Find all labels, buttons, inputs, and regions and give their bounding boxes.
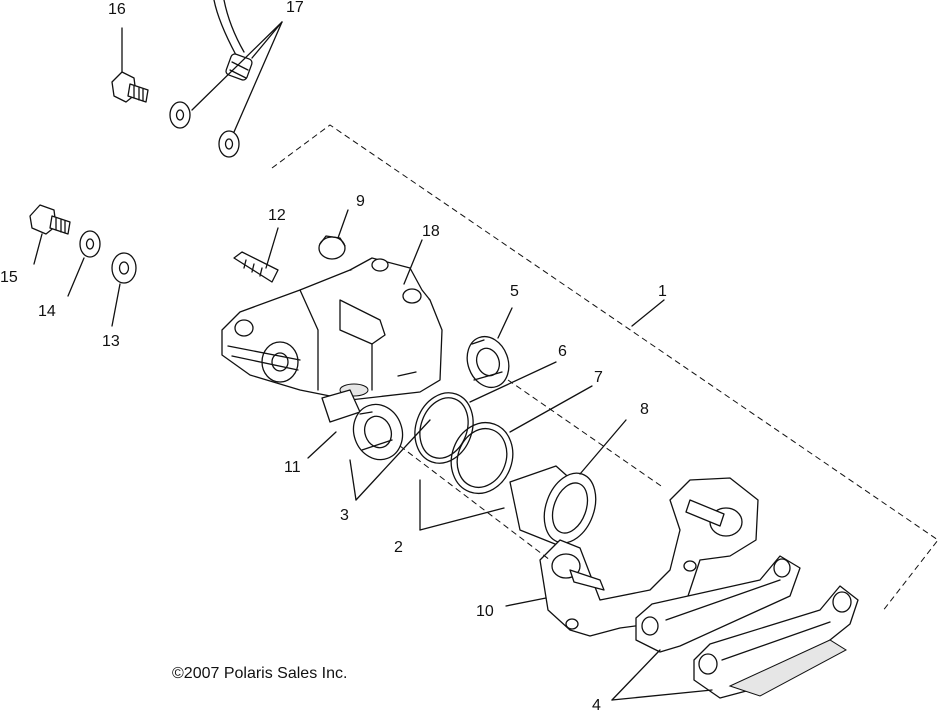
banjo-bolt bbox=[111, 71, 149, 103]
assembly-bracket-line bbox=[271, 124, 939, 613]
mounting-bolt bbox=[29, 204, 71, 235]
callout-5: 5 bbox=[510, 283, 519, 300]
copyright-notice: ©2007 Polaris Sales Inc. bbox=[172, 665, 348, 682]
callout-14: 14 bbox=[38, 303, 56, 320]
callout-4: 4 bbox=[592, 697, 601, 714]
dust-seal bbox=[450, 421, 514, 495]
banjo-washer-lower bbox=[218, 130, 240, 158]
flat-washer bbox=[79, 230, 101, 258]
caliper-body bbox=[221, 257, 443, 401]
callout-7: 7 bbox=[594, 369, 603, 386]
leader-lines bbox=[33, 21, 713, 701]
banjo-washer-upper bbox=[169, 101, 191, 129]
bleeder-screw bbox=[233, 251, 279, 283]
callout-8: 8 bbox=[640, 401, 649, 418]
callout-10: 10 bbox=[476, 603, 494, 620]
callout-13: 13 bbox=[102, 333, 120, 350]
callout-3: 3 bbox=[340, 507, 349, 524]
brake-pad-lower bbox=[693, 585, 859, 699]
callout-6: 6 bbox=[558, 343, 567, 360]
callout-15: 15 bbox=[0, 269, 18, 286]
callout-16: 16 bbox=[108, 1, 126, 18]
o-ring bbox=[414, 392, 474, 464]
callout-11: 11 bbox=[284, 459, 301, 476]
lock-washer bbox=[111, 252, 137, 284]
callout-17: 17 bbox=[286, 0, 304, 16]
caliper-bracket bbox=[539, 477, 759, 637]
brake-pad-upper bbox=[635, 555, 801, 653]
callout-18: 18 bbox=[422, 223, 440, 240]
bleeder-cap bbox=[318, 235, 346, 260]
caliper-piston bbox=[509, 465, 597, 547]
brake-hose bbox=[213, 0, 253, 81]
callout-9: 9 bbox=[356, 193, 365, 210]
callout-1: 1 bbox=[658, 283, 667, 300]
callout-12: 12 bbox=[268, 207, 286, 224]
piston-seal-right bbox=[466, 335, 510, 389]
piston-seal-left bbox=[352, 403, 404, 461]
callout-2: 2 bbox=[394, 539, 403, 556]
